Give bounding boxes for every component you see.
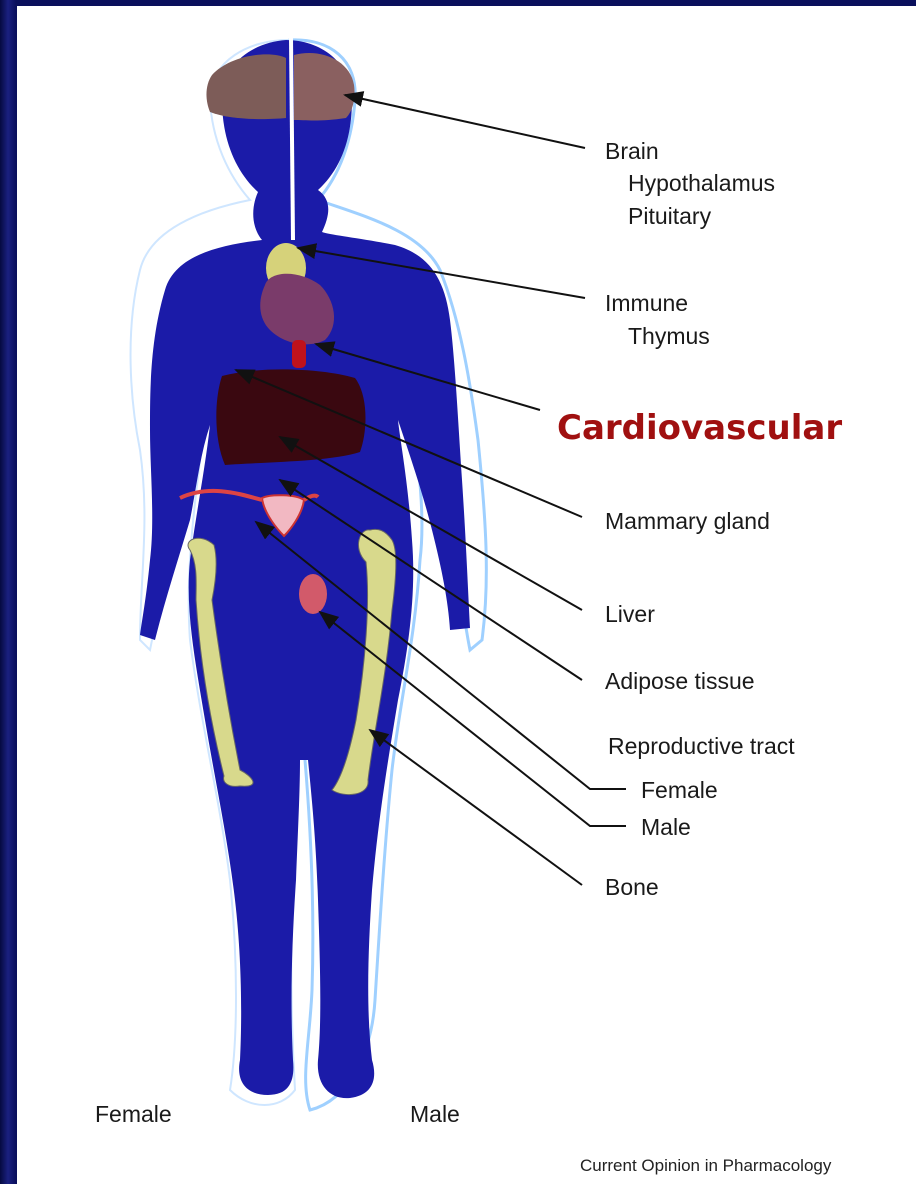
male-organ xyxy=(299,574,327,614)
label-thymus: Thymus xyxy=(628,323,710,350)
liver xyxy=(216,369,365,465)
label-immune: Immune xyxy=(605,290,688,317)
split-line xyxy=(291,38,293,240)
label-mammary-gland: Mammary gland xyxy=(605,508,770,535)
label-liver: Liver xyxy=(605,601,655,628)
label-female-tract: Female xyxy=(641,777,718,804)
source-credit: Current Opinion in Pharmacology xyxy=(580,1156,831,1176)
label-hypothalamus: Hypothalamus xyxy=(628,170,775,197)
label-reproductive-tract: Reproductive tract xyxy=(608,733,795,760)
label-cardiovascular: Cardiovascular xyxy=(557,408,842,448)
label-female-figure: Female xyxy=(95,1101,172,1128)
label-brain: Brain xyxy=(605,138,659,165)
label-bone: Bone xyxy=(605,874,659,901)
label-male-tract: Male xyxy=(641,814,691,841)
brain-female xyxy=(206,54,286,119)
label-pituitary: Pituitary xyxy=(628,203,711,230)
label-male-figure: Male xyxy=(410,1101,460,1128)
label-adipose-tissue: Adipose tissue xyxy=(605,668,755,695)
aorta xyxy=(292,340,306,368)
